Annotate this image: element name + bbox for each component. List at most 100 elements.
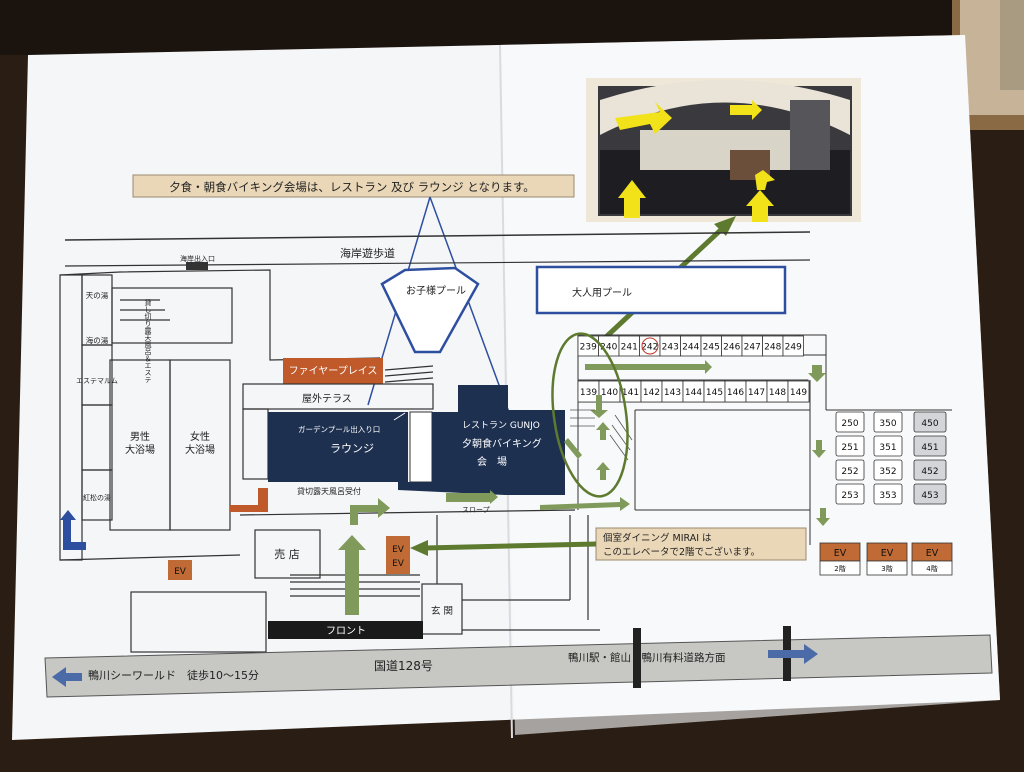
- room-cell: 244: [680, 335, 702, 357]
- kids-pool: [380, 266, 480, 354]
- ev-label-lobby-2: EV: [392, 559, 405, 569]
- room-number: 243: [662, 343, 679, 353]
- green-down-arrow-icon: [590, 395, 608, 418]
- room-number: 252: [841, 467, 858, 477]
- mens-bath-label-1: 男性: [130, 430, 150, 443]
- kids-pool-label: お子様プール: [406, 284, 466, 297]
- right-destination-label: 鴨川駅・館山・鴨川有料道路方面: [568, 651, 726, 664]
- room-cell: 247: [741, 335, 763, 357]
- room-number: 250: [841, 419, 858, 429]
- room-cell: 146: [724, 380, 747, 403]
- mirai-pointer-arrow: [424, 541, 597, 551]
- womens-bath-label-2: 大浴場: [185, 443, 215, 456]
- ev-box-lobby: [386, 536, 410, 574]
- room-cell: 144: [682, 380, 705, 403]
- green-up-arrow-icon: [338, 535, 366, 615]
- restaurant-label-3: 会 場: [477, 455, 507, 468]
- lounge-label: ラウンジ: [330, 442, 374, 455]
- green-right-arrow-icon: [585, 360, 712, 374]
- floor-label: 4階: [926, 564, 937, 573]
- room-cell: 241: [618, 335, 640, 357]
- room-cell: 145: [703, 380, 726, 403]
- mens-bath-label-2: 大浴場: [125, 443, 155, 456]
- room-number: 351: [879, 443, 896, 453]
- ev-box-left: [168, 560, 192, 580]
- ev-floor-cell: EV 4階: [911, 542, 953, 576]
- fireplace-label: ファイヤープレイス: [289, 365, 378, 377]
- green-turn-arrow-icon: [350, 498, 390, 525]
- room-cell: 148: [766, 380, 789, 403]
- tower-room: 453: [913, 483, 947, 505]
- room-number: 240: [600, 343, 617, 353]
- bath-umi-label: 海の湯: [86, 335, 109, 345]
- room-number: 451: [921, 443, 938, 453]
- room-number: 452: [921, 467, 938, 477]
- room-cell: 242: [639, 335, 661, 357]
- green-right-arrow-icon: [540, 497, 630, 511]
- reception-arrow: [230, 488, 268, 512]
- tower-room: 251: [835, 435, 865, 457]
- room-number: 450: [921, 419, 938, 429]
- exit-arrow-icon: [60, 510, 86, 550]
- tower-room: 450: [913, 411, 947, 433]
- room-number: 147: [748, 388, 765, 398]
- room-cell: 243: [659, 335, 681, 357]
- ev-label: EV: [926, 548, 939, 559]
- room-number: 352: [879, 467, 896, 477]
- room-number: 245: [703, 343, 720, 353]
- fireplace: [283, 358, 383, 384]
- tower-room: 451: [913, 435, 947, 457]
- arrow-head-icon: [490, 490, 498, 504]
- slope-label: スロープ: [462, 506, 490, 514]
- room-number: 141: [622, 388, 639, 398]
- shop-label: 売 店: [274, 547, 300, 561]
- room-number: 244: [682, 343, 699, 353]
- room-cell: 149: [787, 380, 810, 403]
- lobby-photo: [586, 78, 861, 222]
- adult-pool-label: 大人用プール: [572, 286, 632, 299]
- highlight-ellipse: [551, 332, 629, 498]
- room-column-4f: 450 451 452 453: [913, 411, 947, 505]
- green-diagonal-arrow-icon: [564, 438, 582, 459]
- room-number: 248: [764, 343, 781, 353]
- bath-ten-label: 天の湯: [86, 290, 109, 300]
- yellow-arrow-icon: [730, 100, 762, 120]
- terrace-label: 屋外テラス: [302, 393, 352, 405]
- room-number: 149: [790, 388, 807, 398]
- green-down-arrow-icon: [812, 440, 826, 458]
- tower-room: 350: [873, 411, 903, 433]
- mirai-note-line1: 個室ダイニング MIRAI は: [603, 532, 712, 544]
- tower-room: 352: [873, 459, 903, 481]
- yellow-arrow-icon: [746, 190, 774, 222]
- adult-pool: [535, 265, 787, 315]
- bath-koumatsu-label: 紅松の湯: [83, 493, 111, 502]
- road-marker: [633, 628, 641, 688]
- green-up-arrow-icon: [596, 422, 610, 440]
- room-number: 239: [580, 343, 597, 353]
- promenade-line: [64, 231, 811, 241]
- room-number: 350: [879, 419, 896, 429]
- highlighted-room-circle: [641, 337, 659, 355]
- floor-label: 2階: [834, 564, 845, 573]
- green-up-arrow-icon: [596, 462, 610, 480]
- tower-room: 452: [913, 459, 947, 481]
- arrow-head-icon: [410, 540, 428, 556]
- room-number: 148: [769, 388, 786, 398]
- promenade-label: 海岸遊歩道: [340, 246, 395, 260]
- room-number: 249: [785, 343, 802, 353]
- room-cell: 139: [577, 380, 600, 403]
- tower-room: 250: [835, 411, 865, 433]
- room-number: 144: [685, 388, 702, 398]
- lounge-door: [409, 411, 433, 483]
- green-down-arrow-icon: [816, 508, 830, 526]
- floor-label: 3階: [881, 564, 892, 573]
- room-cell: 246: [721, 335, 743, 357]
- staircase: [570, 409, 633, 461]
- ev-label-left: EV: [174, 567, 187, 577]
- notice-box: [132, 174, 575, 198]
- room-number: 247: [744, 343, 761, 353]
